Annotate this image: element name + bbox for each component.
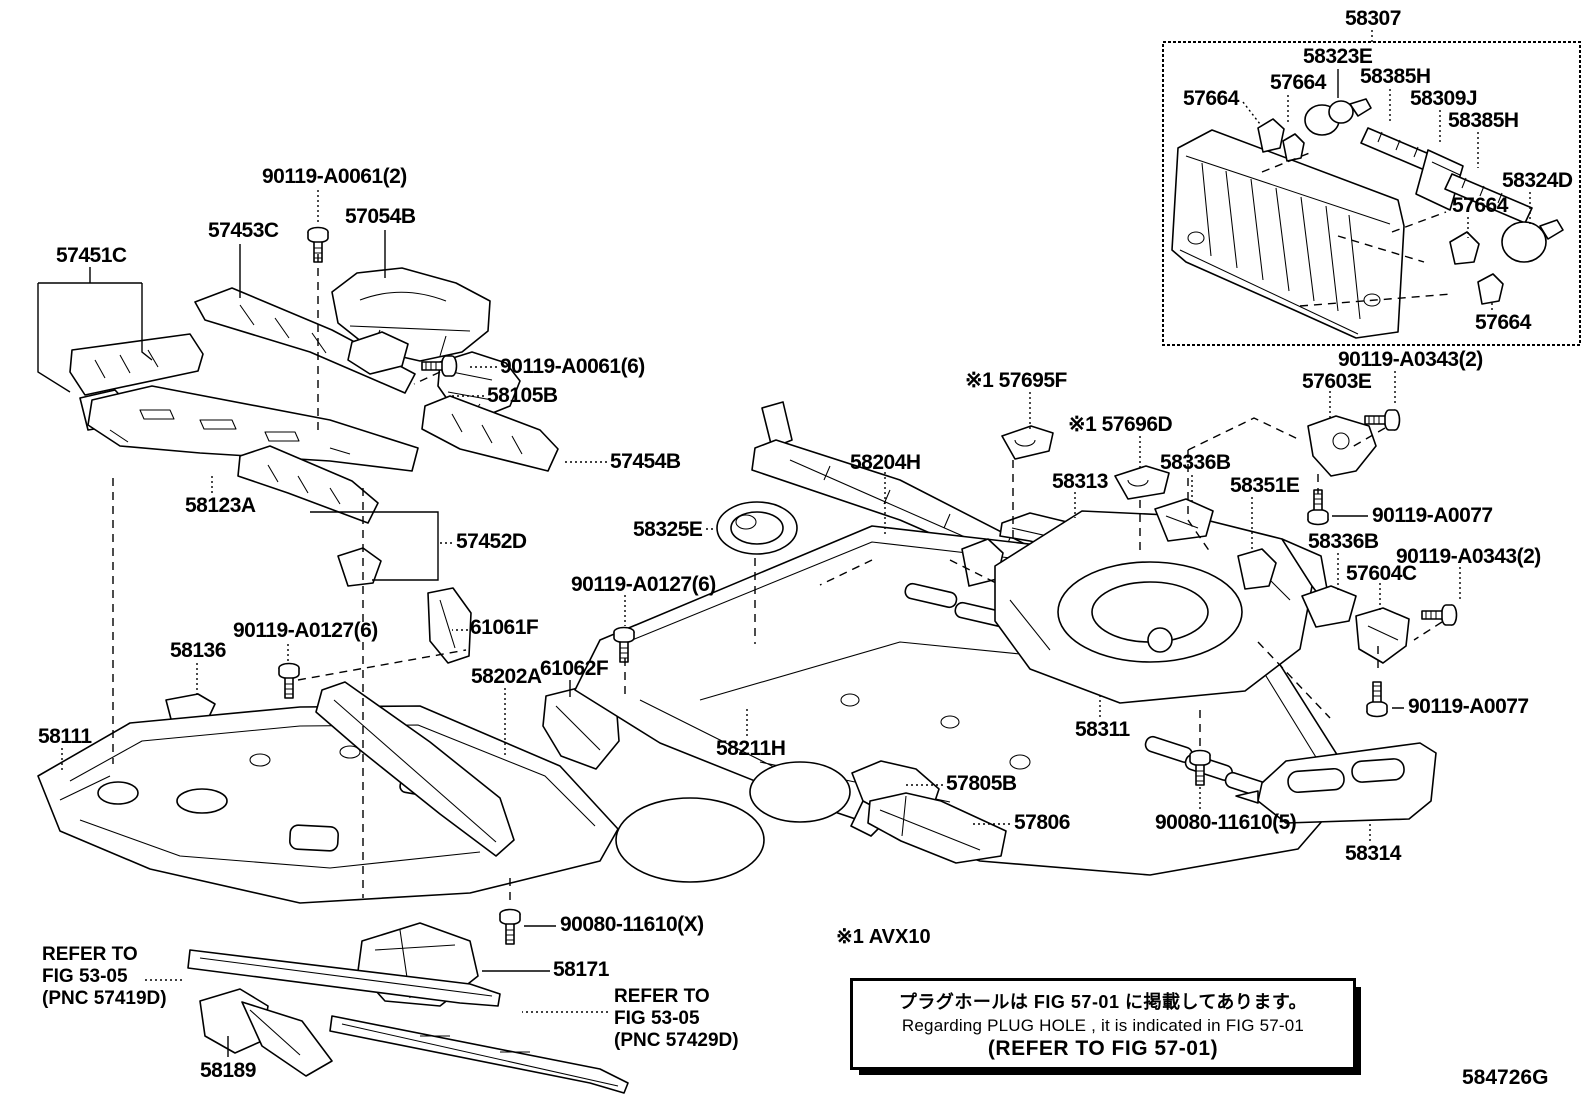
part-label: 58311 [1075, 718, 1130, 741]
part-label: 58189 [200, 1059, 256, 1082]
part-label: 57664 [1270, 71, 1326, 94]
part-label: 58123A [185, 494, 256, 517]
part-label: 90119-A0077 [1372, 504, 1493, 527]
front-crossmember-art [69, 267, 559, 724]
center-floor-pan-art [574, 401, 1437, 883]
part-label: 57452D [456, 530, 527, 553]
part-label: 58324D [1502, 169, 1573, 192]
rear-panel-inset-art [1162, 30, 1581, 346]
part-label: 90119-A0077 [1408, 695, 1529, 718]
part-label: 57453C [208, 219, 279, 242]
part-label: 90080-11610(5) [1155, 811, 1297, 834]
part-label: 57604C [1346, 562, 1417, 585]
part-label: ※1 57695F [965, 369, 1067, 392]
footnote-marker: ※1 AVX10 [836, 926, 931, 948]
part-label: 58307 [1345, 7, 1401, 30]
part-label: 58171 [553, 958, 609, 981]
plug-hole-note-box: プラグホールは FIG 57-01 に掲載してあります。 Regarding P… [850, 978, 1356, 1070]
part-label: 58136 [170, 639, 226, 662]
front-floor-pan-art [37, 681, 629, 1094]
part-label: 90119-A0343(2) [1338, 348, 1483, 371]
refer-note-line: REFER TO [614, 986, 710, 1007]
part-label: 57664 [1475, 311, 1531, 334]
part-label: 90119-A0127(6) [233, 619, 378, 642]
refer-note-line: FIG 53-05 [614, 1008, 700, 1029]
part-label: 57451C [56, 244, 127, 267]
part-label: 57806 [1014, 811, 1070, 834]
note-line-english: Regarding PLUG HOLE , it is indicated in… [901, 1015, 1305, 1035]
refer-note-line: REFER TO [42, 944, 138, 965]
refer-note-line: (PNC 57429D) [614, 1030, 739, 1051]
refer-note-line: (PNC 57419D) [42, 988, 167, 1009]
part-label: 90119-A0061(2) [262, 165, 407, 188]
note-line-refer: (REFER TO FIG 57-01) [987, 1036, 1219, 1060]
part-label: 61062F [540, 657, 609, 680]
part-label: 58385H [1360, 65, 1431, 88]
part-label: 58351E [1230, 474, 1300, 497]
part-label: 58323E [1303, 45, 1373, 68]
part-label: 57664 [1183, 87, 1239, 110]
note-line-japanese: プラグホールは FIG 57-01 に掲載してあります。 [898, 991, 1308, 1012]
figure-code: 584726G [1462, 1066, 1549, 1089]
part-label: 58105B [487, 384, 558, 407]
part-label: 57603E [1302, 370, 1372, 393]
part-label: 57805B [946, 772, 1017, 795]
part-label: 58204H [850, 451, 921, 474]
part-label: 58313 [1052, 470, 1108, 493]
part-label: 58325E [633, 518, 703, 541]
part-label: 58385H [1448, 109, 1519, 132]
part-label: ※1 57696D [1068, 413, 1173, 436]
part-label: 58314 [1345, 842, 1401, 865]
part-label: 57054B [345, 205, 416, 228]
part-label: 58111 [38, 725, 92, 748]
part-label: 90080-11610(X) [560, 913, 704, 936]
leader-lines [37, 190, 1461, 1057]
part-label: 58211H [716, 737, 786, 760]
refer-note-line: FIG 53-05 [42, 966, 128, 987]
part-label: 57664 [1452, 194, 1508, 217]
part-label: 61061F [470, 616, 539, 639]
part-label: 57454B [610, 450, 681, 473]
part-label: 58336B [1160, 451, 1231, 474]
part-label: 90119-A0127(6) [571, 573, 716, 596]
part-label: 58336B [1308, 530, 1379, 553]
part-label: 58309J [1410, 87, 1478, 110]
part-label: 90119-A0343(2) [1396, 545, 1541, 568]
part-label: 90119-A0061(6) [500, 355, 645, 378]
part-label: 58202A [471, 665, 542, 688]
